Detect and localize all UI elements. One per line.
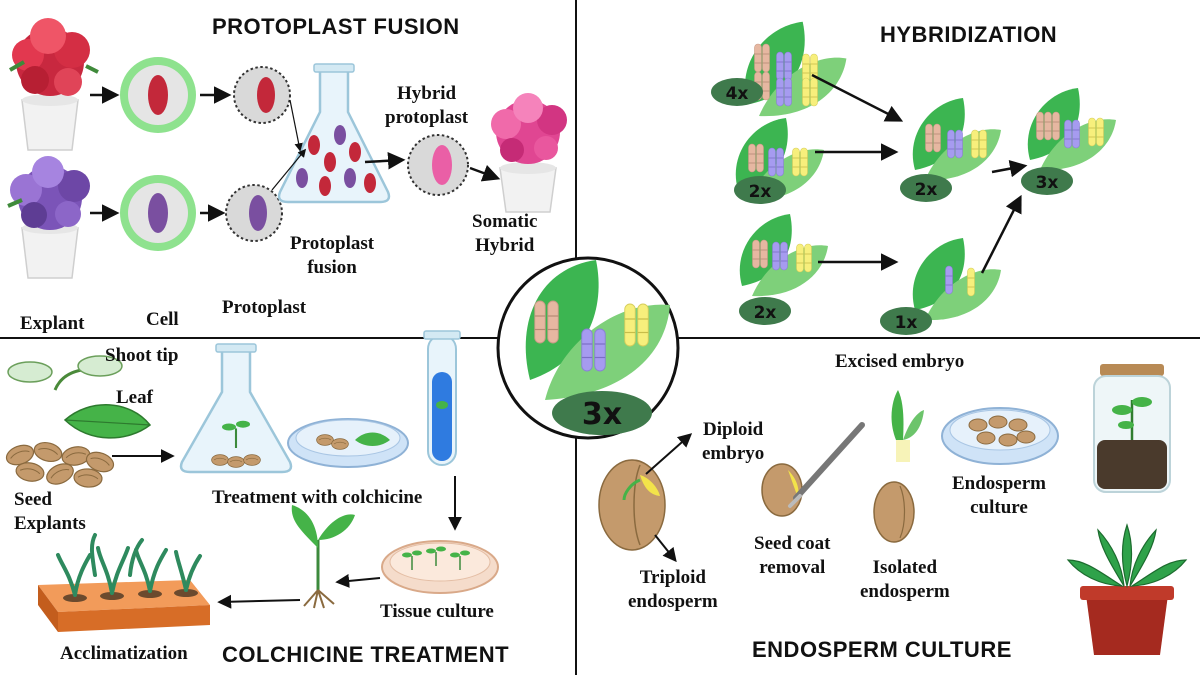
label-explant: Explant (20, 313, 85, 334)
title-hybridization: HYBRIDIZATION (880, 22, 1058, 47)
protoplast-fusion-arrows (90, 86, 501, 222)
hybrid-plant-3x (1027, 88, 1116, 171)
svg-text:3x: 3x (1036, 173, 1059, 193)
hybrid-plant-4x (744, 21, 847, 117)
label-tissue-culture: Tissue culture (380, 601, 494, 622)
pink-somatic-hybrid-pot (491, 93, 567, 213)
svg-text:2x: 2x (749, 182, 772, 202)
title-protoplast-fusion: PROTOPLAST FUSION (212, 14, 460, 39)
hybrid-plant-2x-b (739, 214, 828, 297)
tissue-culture-dish (381, 540, 499, 594)
culture-jar (1093, 364, 1171, 493)
isolated-endosperm (873, 481, 915, 543)
acclimatization-tray (38, 533, 210, 632)
badge-2x-a: 2x (734, 176, 786, 204)
hybridization-arrows (811, 73, 1028, 274)
title-endosperm-culture: ENDOSPERM CULTURE (752, 637, 1012, 662)
svg-text:2x: 2x (754, 303, 777, 323)
seed-with-scalpel (761, 422, 865, 517)
protoplast-purple (225, 184, 283, 242)
center-ploidy-text: 3x (582, 397, 622, 432)
potted-plant (1066, 523, 1188, 655)
label-triploid-endosperm: Triploid endosperm (628, 567, 718, 612)
protoplast-red (233, 66, 291, 124)
label-leaf: Leaf (116, 387, 153, 408)
label-diploid-embryo: Diploid embryo (702, 419, 765, 464)
svg-text:4x: 4x (726, 84, 749, 104)
label-treatment-with-colchicine: Treatment with colchicine (212, 487, 423, 508)
badge-3x: 3x (1021, 167, 1073, 195)
hybrid-plant-1x (912, 238, 1001, 321)
colchicine-petri-dish (287, 418, 409, 468)
center-triploid-emblem: 3x (496, 256, 680, 440)
label-protoplast-fusion: Protoplast fusion (290, 233, 375, 278)
seed-cross-section (598, 459, 666, 551)
label-hybrid-protoplast: Hybrid protoplast (385, 83, 469, 128)
label-shoot-tip: Shoot tip (105, 345, 179, 366)
badge-4x: 4x (711, 78, 763, 106)
svg-text:1x: 1x (895, 313, 918, 333)
badge-2x-b: 2x (739, 297, 791, 325)
leaf-explant (63, 404, 152, 439)
ploidy-badges: 4x 2x 2x 2x 1x 3x (711, 78, 1073, 335)
badge-1x: 1x (880, 307, 932, 335)
purple-flower-pot (7, 156, 90, 279)
label-explants: Explants (14, 513, 86, 534)
cell-purple (120, 175, 196, 251)
red-flower-pot (9, 18, 99, 151)
shoot-tip-sprig (7, 355, 123, 391)
hybrid-protoplast (407, 134, 469, 196)
label-seed: Seed (14, 489, 52, 510)
title-colchicine-treatment: COLCHICINE TREATMENT (222, 642, 510, 667)
label-isolated-endosperm: Isolated endosperm (860, 557, 950, 602)
label-somatic-hybrid: Somatic Hybrid (472, 211, 538, 256)
badge-2x-result: 2x (900, 174, 952, 202)
label-endosperm-culture: Endosperm culture (952, 473, 1046, 518)
explant-flask (179, 343, 293, 474)
colchicine-arrows (112, 449, 462, 609)
label-acclimatization: Acclimatization (60, 643, 188, 664)
seed-pile (3, 439, 117, 489)
excised-embryo (891, 390, 924, 462)
endosperm-arrows (645, 433, 693, 563)
label-protoplast: Protoplast (222, 297, 307, 318)
label-seed-coat-removal: Seed coat removal (754, 533, 831, 578)
colchicine-test-tube (423, 330, 461, 466)
cell-red (120, 57, 196, 133)
svg-text:2x: 2x (915, 180, 938, 200)
endosperm-petri-dish (941, 407, 1059, 465)
rooted-plantlet (291, 505, 355, 609)
label-cell: Cell (146, 309, 179, 330)
hybrid-plant-2x-result (912, 98, 1001, 181)
fusion-flask (277, 63, 391, 204)
label-excised-embryo: Excised embryo (835, 351, 965, 372)
